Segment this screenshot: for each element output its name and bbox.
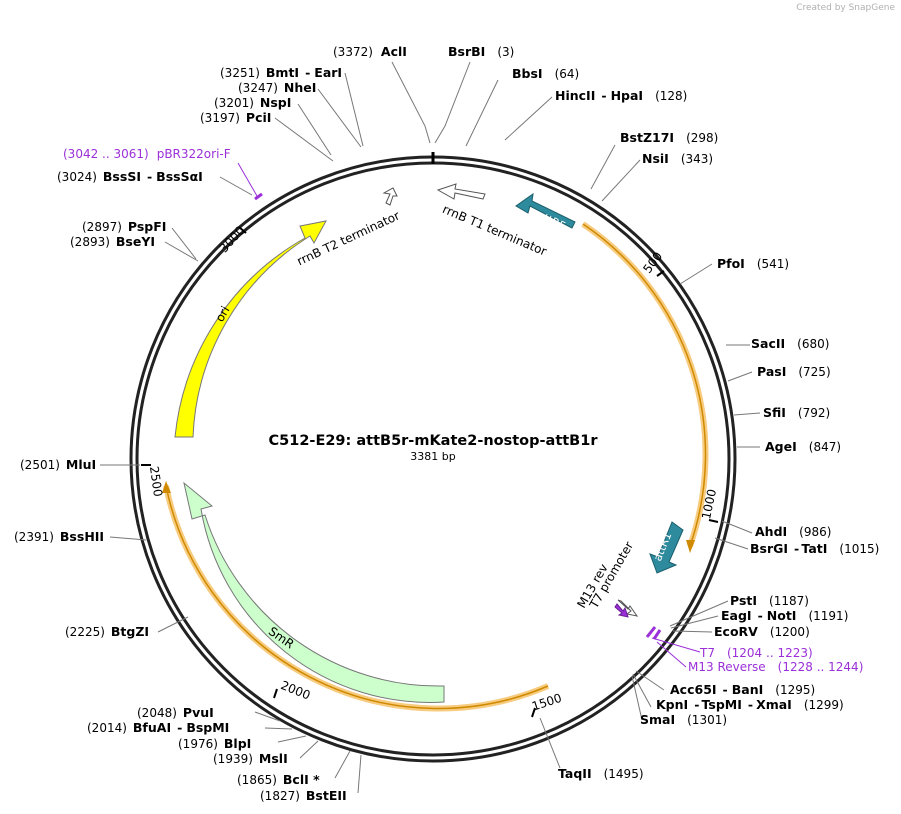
site-msli[interactable]: (1939)MslI <box>213 751 288 766</box>
site-acc65i-bani[interactable]: Acc65I-BanI(1295) <box>670 682 815 697</box>
primer-leader-lines <box>237 162 701 668</box>
site-smai[interactable]: SmaI(1301) <box>640 712 727 727</box>
site-acli[interactable]: (3372)AclI <box>333 44 407 59</box>
site-sacii[interactable]: SacII(680) <box>751 336 829 351</box>
t7-promoter-feature[interactable] <box>617 599 639 617</box>
region-arrow-right <box>686 540 695 553</box>
pbr322ori-f-mark <box>254 192 263 201</box>
site-kpni-tspmi-xmai[interactable]: KpnI-TspMI-XmaI(1299) <box>656 697 844 712</box>
smr-feature[interactable] <box>183 481 445 703</box>
plasmid-length: 3381 bp <box>410 450 455 463</box>
site-pcii[interactable]: (3197)PciI <box>200 110 271 125</box>
tick-2000: 2000 <box>279 678 313 702</box>
scale-ticks <box>141 226 719 718</box>
m13-rev-feature[interactable] <box>614 603 629 618</box>
site-pvui[interactable]: (2048)PvuI <box>137 705 214 720</box>
site-btgzi[interactable]: (2225)BtgZI <box>65 624 149 639</box>
site-ecorv[interactable]: EcoRV(1200) <box>714 624 810 639</box>
primer-t7[interactable]: T7(1204 .. 1223) <box>699 646 813 660</box>
site-pfoi[interactable]: PfoI(541) <box>717 256 789 271</box>
site-pasi[interactable]: PasI(725) <box>757 364 831 379</box>
site-bsteii[interactable]: (1827)BstEII <box>260 788 347 803</box>
site-blpi[interactable]: (1976)BlpI <box>178 736 251 751</box>
attr5-feature[interactable] <box>515 192 576 229</box>
ori-feature[interactable] <box>174 220 327 438</box>
site-taqii[interactable]: TaqII(1495) <box>558 766 644 781</box>
site-bsrbi[interactable]: BsrBI(3) <box>448 44 514 59</box>
site-nsii[interactable]: NsiI(343) <box>642 151 713 166</box>
primer-pbr322ori-f[interactable]: (3042 .. 3061)pBR322ori-F <box>63 147 231 161</box>
t7-primer-mark <box>645 626 657 638</box>
site-bsrgi-tati[interactable]: BsrGI-TatI(1015) <box>750 541 879 556</box>
site-bsshii[interactable]: (2391)BssHII <box>14 529 104 544</box>
rrnb-t1-label: rrnB T1 terminator <box>440 202 548 259</box>
region-arc-left-line <box>165 485 549 710</box>
site-bseyi[interactable]: (2893)BseYI <box>70 234 155 249</box>
snapgene-credit: Created by SnapGene <box>796 3 895 13</box>
site-pspfi[interactable]: (2897)PspFI <box>82 219 166 234</box>
ori-label: ori <box>213 304 233 325</box>
tick-3000: 3000 <box>217 223 248 255</box>
tick-1000: 1000 <box>699 488 719 521</box>
site-bbsi[interactable]: BbsI(64) <box>512 66 579 81</box>
site-psti[interactable]: PstI(1187) <box>730 593 809 608</box>
site-ahdi[interactable]: AhdI(986) <box>755 524 831 539</box>
attr1-feature[interactable] <box>649 521 684 574</box>
site-bsssi-bsssai[interactable]: (3024)BssSI-BssSαI <box>57 169 203 184</box>
site-sfii[interactable]: SfiI(792) <box>763 405 830 420</box>
site-bcli[interactable]: (1865)BclI * <box>237 772 320 787</box>
rrnb-t2-feature[interactable] <box>382 187 398 206</box>
region-arc-right <box>581 221 709 547</box>
site-mlui[interactable]: (2501)MluI <box>20 457 96 472</box>
region-arrow-left <box>162 481 171 493</box>
tick-2500: 2500 <box>147 465 165 497</box>
site-hincii-hpai[interactable]: HincII-HpaI(128) <box>555 88 687 103</box>
primer-m13-reverse[interactable]: M13 Reverse(1228 .. 1244) <box>688 660 863 674</box>
site-agei[interactable]: AgeI(847) <box>765 439 841 454</box>
m13-reverse-mark <box>652 629 662 640</box>
site-bstz17i[interactable]: BstZ17I(298) <box>620 130 718 145</box>
site-nhei[interactable]: (3247)NheI <box>238 80 316 95</box>
site-bfuai-bspmi[interactable]: (2014)BfuAI-BspMI <box>87 720 229 735</box>
site-eagi-noti[interactable]: EagI-NotI(1191) <box>721 608 848 623</box>
site-nspi[interactable]: (3201)NspI <box>214 95 291 110</box>
enzyme-leader-lines <box>100 61 761 794</box>
site-bmti-eari[interactable]: (3251)BmtI-EarI <box>220 65 342 80</box>
plasmid-name: C512-E29: attB5r-mKate2-nostop-attB1r <box>269 433 599 449</box>
region-arc-right-line <box>582 223 707 547</box>
rrnb-t1-feature[interactable] <box>436 183 486 200</box>
